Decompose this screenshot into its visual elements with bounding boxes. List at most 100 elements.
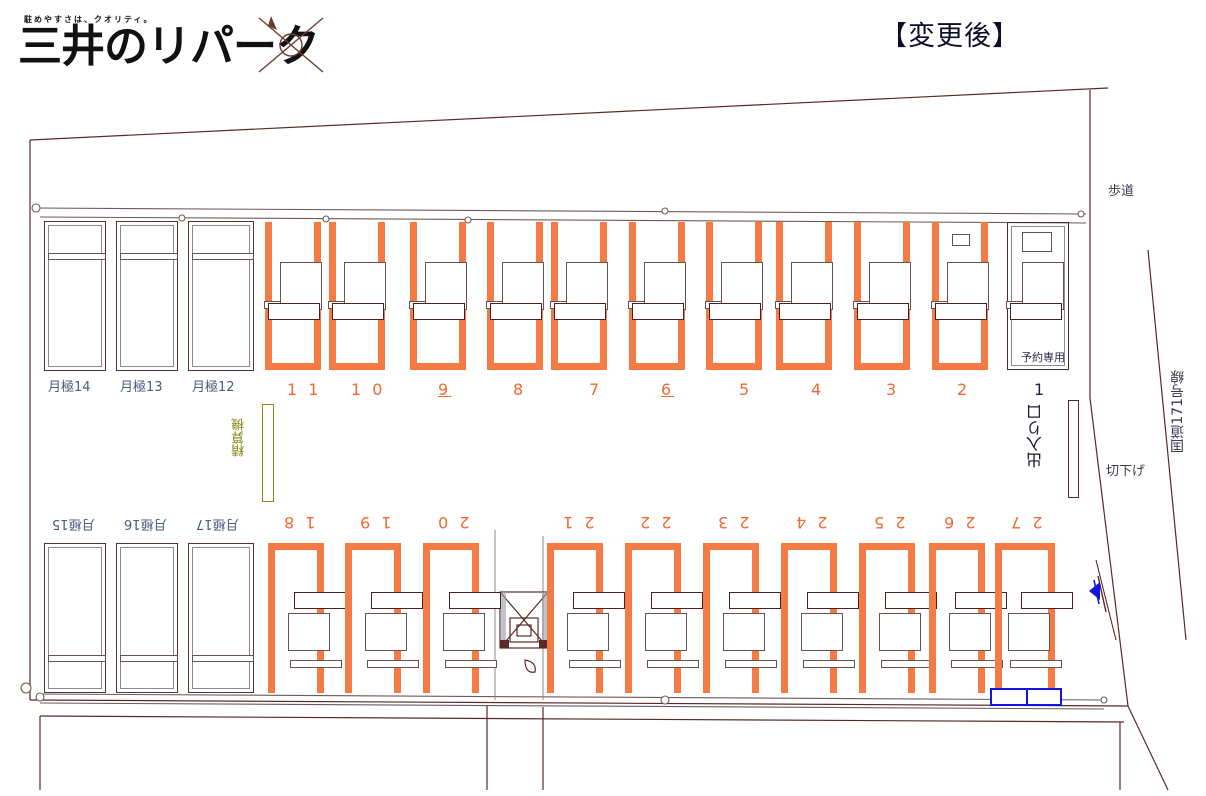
- vehicle-outline: [288, 613, 330, 651]
- flap-plate: [779, 303, 831, 320]
- flap-plate: [332, 303, 384, 320]
- flap-plate: [490, 303, 542, 320]
- stall-label-20: 2 0: [435, 513, 470, 532]
- stall-label-1: 1: [1034, 380, 1048, 399]
- flap-plate: [807, 592, 859, 609]
- flap-plate: [632, 303, 684, 320]
- stall-label-23: 2 3: [715, 513, 750, 532]
- flap-plate: [857, 303, 909, 320]
- monthly-stall-inner: [192, 225, 250, 367]
- vehicle-outline: [644, 262, 686, 310]
- vehicle-outline: [425, 262, 467, 310]
- monthly-stall[interactable]: [116, 543, 178, 693]
- barrier-sign-divider: [1026, 688, 1028, 706]
- monthly-label-17: 月極17: [196, 516, 239, 531]
- stall-label-21: 2 1: [560, 513, 595, 532]
- monthly-stall[interactable]: [188, 543, 254, 693]
- flap-plate: [573, 592, 625, 609]
- stall-1-inner: [1011, 226, 1065, 366]
- entrance-exit-label: 出入り口: [1026, 404, 1045, 468]
- wheel-stop: [48, 253, 106, 260]
- flap-plate: [294, 592, 346, 609]
- page-title: 【変更後】: [880, 21, 1020, 52]
- vehicle-outline: [1022, 262, 1064, 310]
- stall-label-27: 2 7: [1008, 513, 1043, 532]
- vehicle-outline: [566, 262, 608, 310]
- sidewalk-label: 歩道: [1108, 184, 1135, 199]
- monthly-stall-inner: [120, 225, 174, 367]
- stall-label-11: 1 1: [287, 380, 322, 399]
- wheel-stop: [725, 660, 777, 668]
- stall-label-8: 8: [513, 380, 527, 399]
- vehicle-outline: [502, 262, 544, 310]
- flap-plate: [709, 303, 761, 320]
- wheel-stop: [192, 253, 254, 260]
- wheel-stop: [881, 660, 933, 668]
- flap-plate: [371, 592, 423, 609]
- stall-label-18: 1 8: [281, 513, 316, 532]
- vehicle-outline: [567, 613, 609, 651]
- stall-label-26: 2 6: [941, 513, 976, 532]
- reserved-label: 予約専用: [1021, 351, 1065, 364]
- vehicle-outline: [879, 613, 921, 651]
- payment-machine-label: 精算機: [232, 418, 247, 457]
- stall-label-5: 5: [739, 380, 753, 399]
- wheel-stop: [647, 660, 699, 668]
- vehicle-outline: [949, 613, 991, 651]
- wheel-stop: [951, 660, 1003, 668]
- vehicle-outline: [869, 262, 911, 310]
- entrance-post: [1068, 400, 1079, 498]
- wheel-stop: [569, 660, 621, 668]
- sign-box: [952, 234, 970, 246]
- monthly-stall[interactable]: [44, 221, 106, 371]
- monthly-stall-inner: [192, 547, 250, 689]
- vehicle-outline: [645, 613, 687, 651]
- flap-plate: [1010, 303, 1062, 320]
- blue-flag-marker: [1089, 575, 1107, 613]
- stall-label-24: 2 4: [793, 513, 828, 532]
- sign-box: [1022, 232, 1052, 252]
- flap-plate: [935, 303, 987, 320]
- flap-plate: [413, 303, 465, 320]
- wheel-stop: [120, 253, 178, 260]
- monthly-stall-inner: [120, 547, 174, 689]
- monthly-stall[interactable]: [188, 221, 254, 371]
- wheel-stop: [290, 660, 342, 668]
- monthly-label-12: 月極12: [192, 380, 235, 395]
- vehicle-outline: [365, 613, 407, 651]
- stall-label-10: 1 0: [351, 380, 386, 399]
- stall-label-9: 9: [438, 380, 452, 399]
- wheel-stop: [367, 660, 419, 668]
- monthly-label-14: 月極14: [48, 380, 91, 395]
- vehicle-outline: [1008, 613, 1050, 651]
- vehicle-outline: [791, 262, 833, 310]
- monthly-label-13: 月極13: [120, 380, 163, 395]
- stall-1[interactable]: [1007, 222, 1069, 370]
- route-171-label: 国道171号線: [1170, 370, 1186, 453]
- flap-plate: [554, 303, 606, 320]
- stall-27[interactable]: [995, 543, 1055, 693]
- stall-label-19: 1 9: [357, 513, 392, 532]
- wheel-stop: [445, 660, 497, 668]
- monthly-label-15: 月極15: [52, 516, 95, 531]
- stall-label-2: 2: [957, 380, 971, 399]
- stall-label-22: 2 2: [637, 513, 672, 532]
- monthly-label-16: 月極16: [124, 516, 167, 531]
- payment-machine-box[interactable]: [262, 404, 274, 502]
- curbcut-label: 切下げ: [1106, 464, 1146, 479]
- monthly-stall[interactable]: [116, 221, 178, 371]
- wheel-stop: [120, 655, 178, 662]
- wheel-stop: [192, 655, 254, 662]
- flap-plate: [449, 592, 501, 609]
- stall-label-3: 3: [886, 380, 900, 399]
- stall-label-6: 6: [661, 380, 675, 399]
- wheel-stop: [1010, 660, 1062, 668]
- north-arrow-icon: [258, 16, 324, 73]
- vehicle-outline: [947, 262, 989, 310]
- stall-label-25: 2 5: [871, 513, 906, 532]
- monthly-stall-inner: [48, 225, 102, 367]
- monthly-stall[interactable]: [44, 543, 106, 693]
- vehicle-outline: [801, 613, 843, 651]
- flap-plate: [955, 592, 1007, 609]
